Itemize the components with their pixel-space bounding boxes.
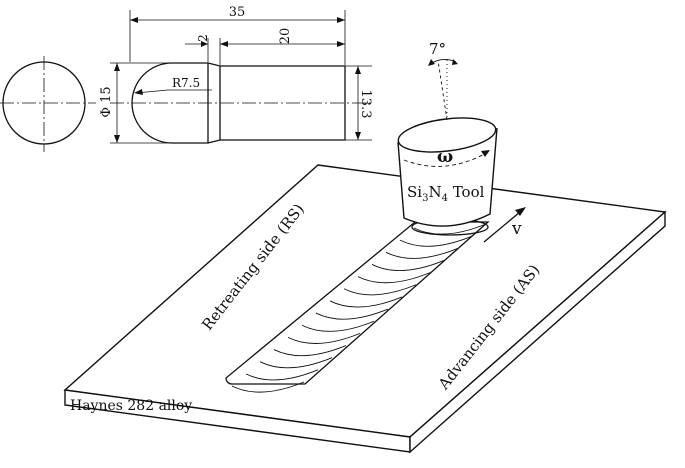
velocity-indicator: v (483, 207, 526, 243)
weld-ripples (231, 223, 487, 393)
weld-ripple-arc (301, 320, 375, 332)
dim-13-arrows (355, 66, 361, 140)
weld-ripple-arc (245, 369, 319, 381)
weld-ripple-arc (273, 345, 347, 357)
weld-ripple-arc (329, 296, 403, 308)
weld-ripple-arc (385, 247, 459, 259)
weld-ripple-arc (231, 381, 305, 393)
weld-ripple-arc (259, 357, 333, 369)
profile-outline (131, 62, 346, 144)
velocity-arrowhead (515, 207, 526, 216)
weld-ripple-arc (399, 235, 473, 247)
weld-ripple-arc (413, 223, 487, 235)
dim-2-label: 2 (196, 34, 210, 42)
weld-ripple-arc (287, 332, 361, 344)
tilt-label: 7° (429, 40, 446, 58)
velocity-arrow-shaft (483, 211, 521, 243)
rotating-tool: ω Si3N4 Tool 7° (397, 40, 498, 236)
dim-35-label: 35 (229, 5, 246, 20)
dim-13-label: 13.3 (358, 90, 373, 119)
dim-2-arrow (201, 41, 208, 47)
tilt-axis (437, 59, 448, 121)
weld-ripple-arc (343, 284, 417, 296)
omega-label: ω (437, 147, 453, 167)
rotation-arrow (403, 151, 489, 167)
dim-phi-arrows (114, 63, 120, 143)
dim-phi-label: Φ 15 (99, 86, 114, 117)
weld-ripple-arc (371, 260, 445, 272)
tool-profile-view: 35 20 2 13.3 Φ 15 R7.5 (99, 5, 373, 144)
tilt-arrowheads (428, 59, 458, 66)
plate-side-face (409, 210, 666, 454)
tool-top-ellipse (397, 117, 497, 153)
material-label: Haynes 282 alloy (70, 398, 192, 414)
radius-label: R7.5 (172, 76, 200, 90)
velocity-label: v (511, 219, 522, 239)
tool-label: Si3N4 Tool (407, 183, 485, 204)
tool-end-view (0, 56, 96, 152)
weld-ripple-arc (357, 272, 431, 284)
dim-20-label: 20 (278, 28, 293, 45)
rotation-arrowhead (481, 150, 490, 157)
weld-ripple-arc (315, 308, 389, 320)
radius-arrow (134, 89, 143, 95)
weld-track (225, 221, 490, 393)
tool-cylinder-body (397, 127, 498, 227)
workpiece-plate: Haynes 282 alloy (63, 164, 667, 454)
weld-track-outline (225, 221, 490, 385)
